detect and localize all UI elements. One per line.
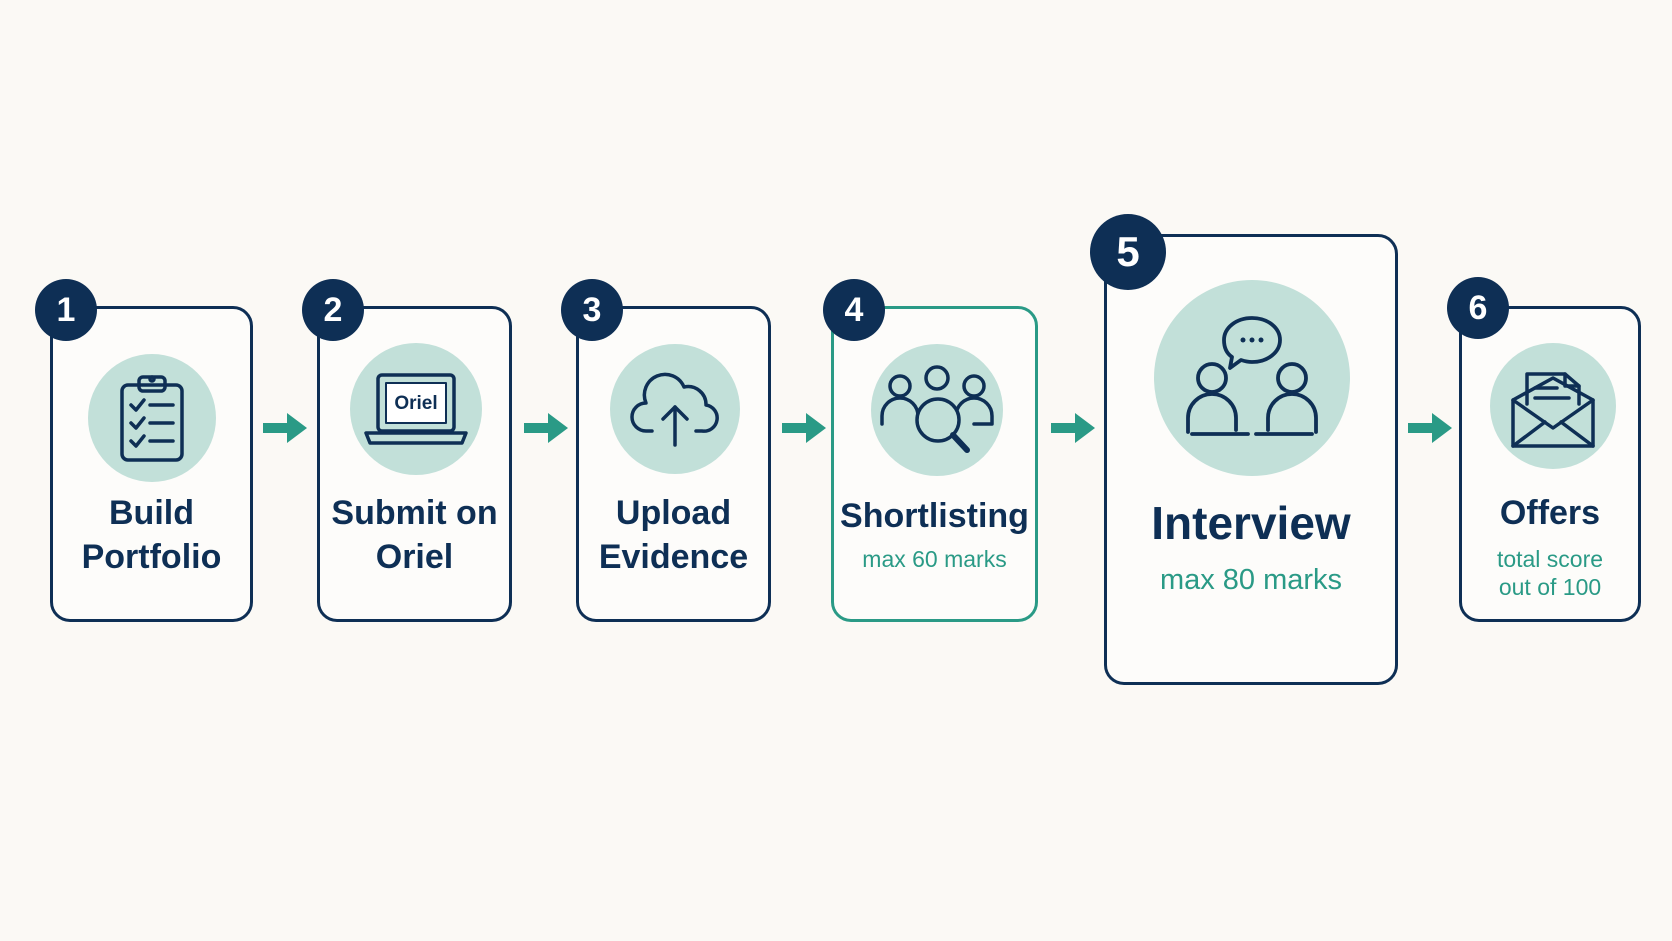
interview-chat-icon bbox=[1186, 316, 1318, 436]
step-3-title: Upload Evidence bbox=[598, 494, 749, 576]
arrow-right-icon bbox=[1051, 413, 1095, 443]
step-5-card: Interview max 80 marks bbox=[1104, 234, 1398, 685]
arrow-right-icon bbox=[1408, 413, 1452, 443]
arrow-right-icon bbox=[782, 413, 826, 443]
step-1-title: Build Portfolio bbox=[81, 494, 222, 576]
cloud-upload-icon bbox=[630, 372, 719, 447]
laptop-icon: Oriel bbox=[364, 373, 468, 445]
step-2-icon-circle: Oriel bbox=[350, 343, 482, 475]
step-5-icon-circle bbox=[1154, 280, 1350, 476]
step-6-number-badge: 6 bbox=[1447, 277, 1509, 339]
laptop-screen-label: Oriel bbox=[394, 393, 437, 414]
step-2-card: Oriel Submit on Oriel bbox=[317, 306, 512, 622]
step-4-title: Shortlisting bbox=[840, 497, 1029, 535]
step-1-card: Build Portfolio bbox=[50, 306, 253, 622]
step-5-title: Interview bbox=[1151, 497, 1351, 549]
step-5-subtitle: max 80 marks bbox=[1159, 564, 1343, 596]
step-6-title: Offers bbox=[1499, 494, 1601, 532]
step-6-card: Offers total score out of 100 bbox=[1459, 306, 1641, 622]
step-4-number-badge: 4 bbox=[823, 279, 885, 341]
step-4-card: Shortlisting max 60 marks bbox=[831, 306, 1038, 622]
clipboard-checklist-icon bbox=[120, 375, 184, 462]
arrow-right-icon bbox=[263, 413, 307, 443]
step-6-icon-circle bbox=[1490, 343, 1616, 469]
step-2-title: Submit on Oriel bbox=[331, 494, 498, 576]
step-1-icon-circle bbox=[88, 354, 216, 482]
step-3-icon-circle bbox=[610, 344, 740, 474]
step-3-card: Upload Evidence bbox=[576, 306, 771, 622]
step-2-number-badge: 2 bbox=[302, 279, 364, 341]
envelope-letter-icon bbox=[1511, 372, 1595, 448]
people-search-icon bbox=[880, 365, 994, 453]
step-4-icon-circle bbox=[871, 344, 1003, 476]
step-6-subtitle: total score out of 100 bbox=[1496, 546, 1604, 600]
step-4-subtitle: max 60 marks bbox=[862, 546, 1007, 572]
step-5-number-badge: 5 bbox=[1090, 214, 1166, 290]
arrow-right-icon bbox=[524, 413, 568, 443]
step-3-number-badge: 3 bbox=[561, 279, 623, 341]
step-1-number-badge: 1 bbox=[35, 279, 97, 341]
